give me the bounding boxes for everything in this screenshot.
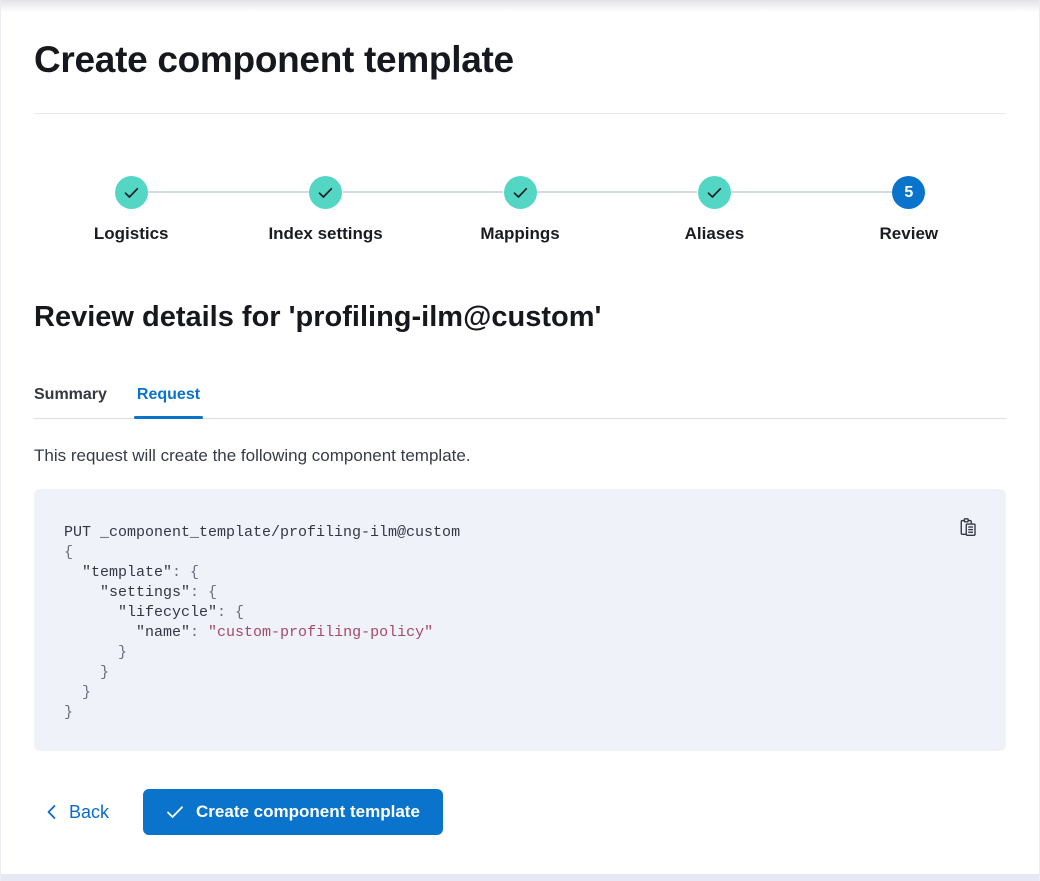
create-component-template-button[interactable]: Create component template — [143, 789, 443, 835]
step-complete-check-icon — [309, 176, 343, 209]
step-current-number: 5 — [892, 176, 926, 209]
back-button[interactable]: Back — [45, 802, 109, 823]
tab-request[interactable]: Request — [133, 386, 204, 419]
request-description: This request will create the following c… — [34, 446, 471, 465]
check-icon — [166, 805, 184, 819]
title-divider — [34, 113, 1006, 114]
tab-summary[interactable]: Summary — [34, 386, 107, 403]
step-label: Logistics — [93, 224, 169, 243]
review-tabs: Summary Request — [34, 386, 1006, 419]
request-json: PUT _component_template/profiling-ilm@cu… — [64, 524, 461, 721]
review-heading: Review details for 'profiling-ilm@custom… — [34, 301, 602, 333]
step-aliases[interactable]: Aliases — [617, 176, 813, 244]
bottom-panel-edge — [1, 874, 1039, 881]
step-label: Mappings — [480, 224, 560, 243]
step-mappings[interactable]: Mappings — [422, 176, 618, 244]
step-logistics[interactable]: Logistics — [34, 176, 229, 244]
step-number: 5 — [904, 183, 914, 201]
top-shadow — [1, 0, 1039, 12]
step-complete-check-icon — [697, 176, 731, 209]
chevron-left-icon — [45, 804, 58, 820]
step-label: Aliases — [684, 224, 745, 243]
create-button-label: Create component template — [196, 802, 420, 821]
step-complete-check-icon — [503, 176, 537, 209]
step-label: Index settings — [268, 224, 383, 243]
step-complete-check-icon — [114, 176, 148, 209]
footer-actions: Back Create component template — [34, 789, 1006, 835]
step-label: Review — [879, 224, 939, 243]
step-index-settings[interactable]: Index settings — [228, 176, 424, 244]
page-title: Create component template — [34, 39, 514, 80]
back-label: Back — [69, 801, 110, 822]
copy-clipboard-icon[interactable] — [956, 515, 980, 539]
request-code-block: PUT _component_template/profiling-ilm@cu… — [34, 489, 1006, 751]
